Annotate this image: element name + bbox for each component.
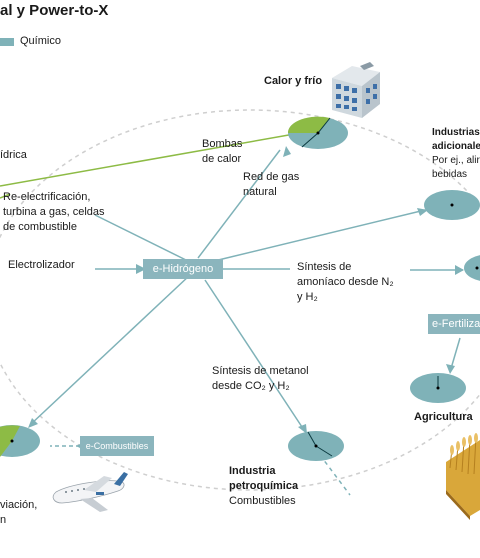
node-heat-label: Calor y frío [264, 75, 323, 87]
hub-hydrogen-label: e-Hidrógeno [143, 259, 223, 279]
airplane-icon [52, 472, 128, 512]
node-industries-sub: Por ej., alir bebidas [432, 155, 480, 180]
carrier-fuels-label: e-Combustibles [80, 436, 154, 456]
page-title: al y Power-to-X [0, 2, 109, 19]
node-petrochem-title: Industria petroquímica [229, 465, 299, 492]
wheat-field-icon [446, 433, 480, 520]
label-electrolyzer: Electrolizador [8, 259, 75, 271]
aviation-node-circle [0, 425, 40, 457]
legend-label-chemical: Químico [20, 35, 61, 47]
green-flow-lines [0, 132, 301, 199]
legend-swatch-chemical [0, 38, 14, 46]
node-industries-title: Industrias adicionale [432, 127, 480, 152]
petrochem-node-circle [288, 431, 344, 461]
label-methanol: Síntesis de metanol desde CO₂ y H₂ [212, 365, 309, 392]
agriculture-node-circle [410, 373, 466, 403]
fertilizer-node-circle [464, 255, 480, 281]
label-heat-pumps: Bombas de calor [202, 138, 243, 165]
industries-node-circle [424, 190, 480, 220]
label-gas-grid: Red de gas natural [243, 171, 300, 198]
label-aviation: viación, n [0, 499, 38, 526]
carrier-fertilizer-label: e-Fertiliza [428, 314, 480, 334]
value-chain-dashed-ring [0, 109, 480, 491]
node-agriculture-label: Agricultura [414, 411, 473, 423]
node-petrochem-sub: Combustibles [229, 495, 296, 507]
heat-node-circle [287, 116, 348, 149]
label-hydro: ídrica [0, 149, 27, 161]
office-building-icon [332, 62, 380, 118]
label-reelectrification: Re-electrificación, turbina a gas, celda… [3, 191, 105, 233]
label-ammonia: Síntesis de amoníaco desde N₂ y H₂ [297, 261, 394, 303]
